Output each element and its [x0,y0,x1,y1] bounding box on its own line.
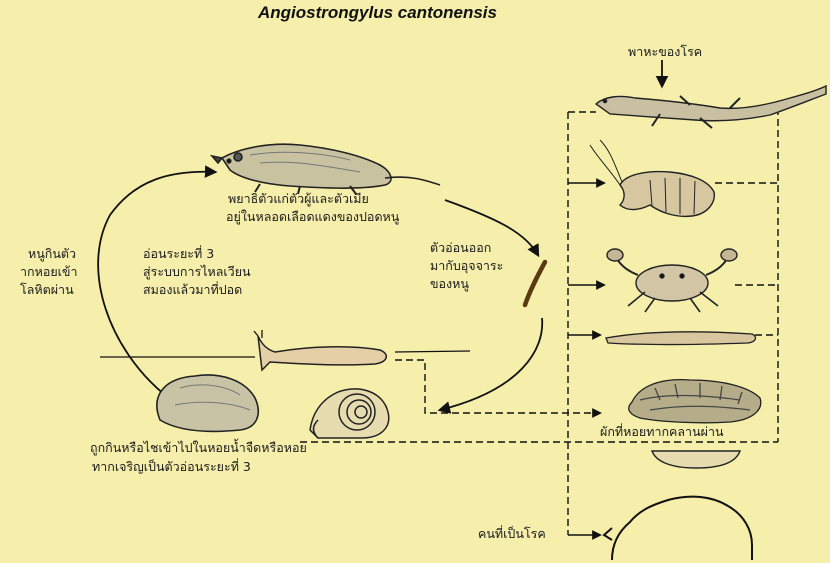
vegetables-label: ผักที่หอยทากคลานผ่าน [600,424,724,440]
rat-eats-right-line3: สมองแล้วมาที่ปอด [143,282,242,298]
worm-illustration [606,332,755,345]
human-head-illustration [604,497,752,560]
shrimp-illustration [590,140,714,216]
adult-worms-label-line2: อยู่ในหลอดเลือดแดงของปอดหนู [226,209,399,225]
paratenic-hosts-label: พาหะของโรค [628,44,702,60]
rat-eats-left-line2: ากหอยเข้า [20,264,78,280]
larvae-feces-label-line1: ตัวอ่อนออก [430,240,491,256]
rat-eats-left-line3: โลหิตผ่าน [20,282,74,298]
larva-illustration [525,262,545,305]
snail-stage-label-line2: ทากเจริญเป็นตัวอ่อนระยะที่ 3 [92,459,251,475]
snail-coiled [310,389,389,438]
rat-eats-left-line1: หนูกินตัว [28,246,76,262]
snail-stage-label-line1: ถูกกินหรือไชเข้าไปในหอยน้ำจืดหรือหอย [90,440,307,456]
crab-illustration [607,249,737,312]
adult-worms-label-line1: พยาธิตัวแก่ตัวผู้และตัวเมีย [228,191,369,207]
human-label: คนที่เป็นโรค [478,526,546,542]
cycle-arrow-larvae-to-snail [440,318,542,410]
rat-eats-right-line2: สู่ระบบการไหลเวียน [143,264,251,280]
diagram-title: Angiostrongylus cantonensis [258,5,497,21]
snail-shell-left [157,375,258,431]
dashed-connector-slug [395,360,600,413]
slug-illustration [254,330,386,370]
rat-eats-right-line1: อ่อนระยะที่ 3 [143,246,214,262]
larvae-feces-label-line2: มากับอุจจาระ [430,258,503,274]
vegetable-illustration [629,380,761,423]
rat-illustration [212,144,440,194]
divider-line-right [395,351,470,352]
lizard-illustration [596,86,826,128]
larvae-feces-label-line3: ของหนู [430,276,469,292]
bowl-illustration [652,451,740,468]
